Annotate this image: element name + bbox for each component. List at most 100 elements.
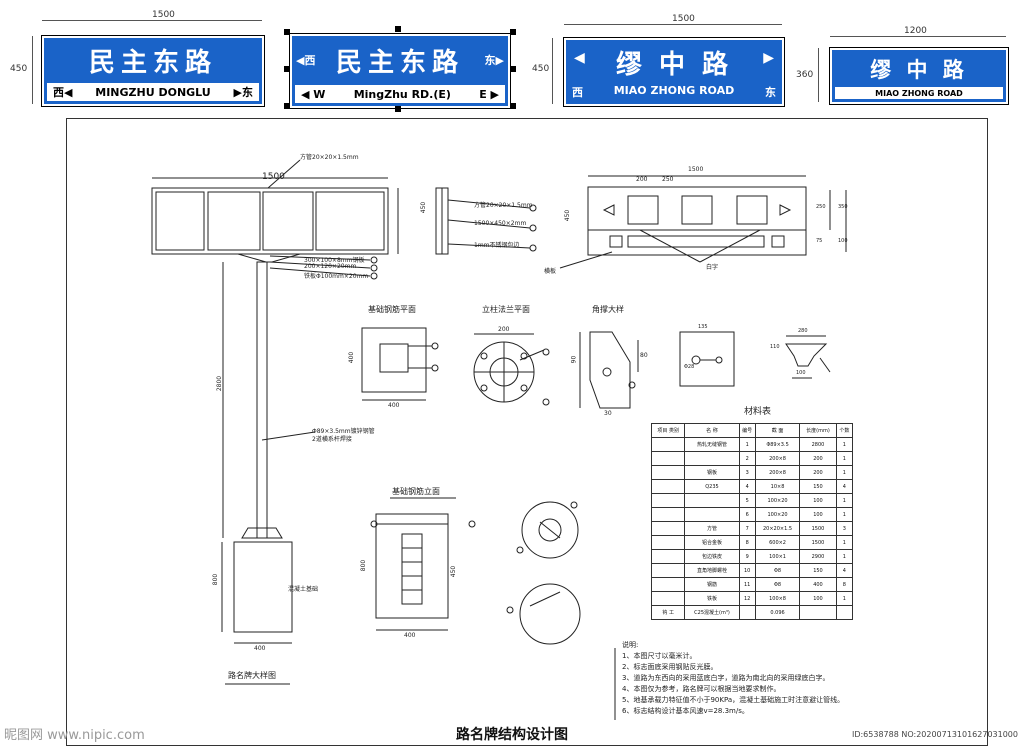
side-leader-2 [447, 219, 531, 229]
round-plate [519, 583, 581, 645]
note-1: 1、本图尺寸以毫米计。 [622, 652, 697, 660]
table-cell: 1 [835, 437, 854, 452]
front-text-box-3 [771, 235, 785, 248]
sign-1-chinese: 民主东路 [88, 48, 217, 78]
material-table: 项目 类别 名 称 编号 截 面 长度(mm) 个数 热轧无缝钢管 1 Φ89×3.… [650, 423, 854, 620]
table-cell: C25混凝土(m³) [684, 605, 740, 620]
gusset-dim-3: 110 [770, 344, 780, 350]
selection-handle-s[interactable] [395, 106, 401, 112]
callout-b1 [431, 342, 439, 350]
sign-1-height-line [32, 36, 33, 104]
sign-2-east-cn: 东▶ [484, 54, 504, 67]
th-category: 项目 类别 [650, 423, 686, 438]
table-cell [650, 591, 686, 606]
concrete-base [233, 541, 293, 633]
th-name: 名 称 [684, 423, 740, 438]
table-cell [684, 493, 740, 508]
front-leader-1 [559, 251, 613, 269]
plate-label-2: 200×120×20mm [304, 263, 357, 270]
table-cell: 6 [738, 507, 756, 522]
flange-detail-inner [538, 518, 562, 542]
table-cell: 5 [738, 493, 756, 508]
callout-s3 [529, 244, 537, 252]
front-block-1 [627, 195, 659, 225]
front-block-2 [681, 195, 713, 225]
front-leader-3 [699, 229, 761, 263]
elev-dim-3: 400 [404, 632, 416, 639]
front-label-crossbar: 横板 [544, 268, 557, 275]
front-text-box-1 [609, 235, 623, 248]
street-sign-mingzhu-rd-e[interactable]: 民主东路 ◀西 东▶ ◀ W MingZhu RD.(E) E ▶ [290, 34, 510, 108]
table-cell [650, 465, 686, 480]
pipe-leader [267, 159, 301, 189]
small-plate-hole [691, 355, 701, 365]
table-cell: 100 [799, 507, 837, 522]
selection-handle-w[interactable] [284, 66, 290, 72]
brace-hole [602, 367, 612, 377]
table-cell: 2 [738, 451, 756, 466]
table-cell: 200 [799, 465, 837, 480]
callout-p2 [370, 264, 378, 272]
section-base-plan: 基础钢筋平面 [368, 305, 416, 314]
sign-3-left-arrow: ◀ [574, 50, 585, 66]
side-height-label: 450 [420, 201, 428, 214]
table-cell: 铁板 [684, 591, 740, 606]
selection-handle-nw[interactable] [284, 29, 290, 35]
selection-handle-ne[interactable] [510, 29, 516, 35]
notes: 说明: 1、本图尺寸以毫米计。 2、标志面底采用钢贴反光膜。 3、道路为东西向的… [622, 640, 844, 717]
callout-p1 [370, 256, 378, 264]
table-cell: 20×20×1.5 [754, 521, 801, 536]
selection-handle-sw[interactable] [284, 103, 290, 109]
selection-handle-se[interactable] [510, 103, 516, 109]
base-elev-rebar [401, 533, 423, 605]
sign-1-east: ▶东 [233, 86, 253, 99]
note-3: 3、道路为东西向的采用蓝底白字，道路为南北向的采用绿底白字。 [622, 674, 830, 682]
table-cell [835, 605, 854, 620]
pole-leader [261, 431, 316, 441]
table-cell: 10×8 [754, 479, 801, 494]
panel-cell-4 [315, 191, 385, 251]
flange-detail-line [539, 521, 561, 539]
table-cell: 1 [835, 507, 854, 522]
base-height-label: 800 [212, 573, 220, 586]
table-header: 项目 类别 名 称 编号 截 面 长度(mm) 个数 [650, 423, 854, 438]
table-cell: Φ89×3.5 [754, 437, 801, 452]
sign-3-west: 西 [572, 86, 583, 99]
table-cell: 150 [799, 479, 837, 494]
selection-handle-n[interactable] [395, 26, 401, 32]
selection-handle-e[interactable] [510, 66, 516, 72]
front-label-white-text: 白字 [706, 264, 719, 271]
table-cell: 11 [738, 577, 756, 592]
th-count: 个数 [835, 423, 854, 438]
side-leader-1 [447, 199, 531, 209]
callout-sp [715, 356, 723, 364]
sign-3-height-line [552, 38, 553, 104]
table-cell: 铝合金板 [684, 535, 740, 550]
brace-dim-3: 80 [640, 352, 648, 359]
callout-fd2 [516, 546, 524, 554]
base-width-label: 400 [254, 645, 266, 652]
sign-2-chinese: 民主东路 [335, 48, 464, 78]
drawing-title: 路名牌结构设计图 [456, 727, 568, 743]
table-cell: 600×2 [754, 535, 801, 550]
sign-1-english: MINGZHU DONGLU [95, 85, 211, 99]
plate-label-1: 300×100×8mm钢板 [304, 257, 365, 264]
pole-note: Φ89×3.5mm镀锌钢管 [312, 428, 375, 435]
table-cell: 1 [835, 591, 854, 606]
table-cell: 热轧无缝钢管 [684, 437, 740, 452]
th-section: 截 面 [754, 423, 801, 438]
table-cell: 钩 工 [650, 605, 686, 620]
sign-1-band: 西◀ MINGZHU DONGLU ▶东 [47, 83, 259, 101]
pole [256, 261, 268, 539]
plate-leader-1 [269, 255, 371, 261]
table-cell: 100 [799, 591, 837, 606]
th-length: 长度(mm) [799, 423, 837, 438]
callout-p3 [370, 272, 378, 280]
callout-be1 [370, 520, 378, 528]
base-label: 混凝土基础 [288, 586, 319, 593]
